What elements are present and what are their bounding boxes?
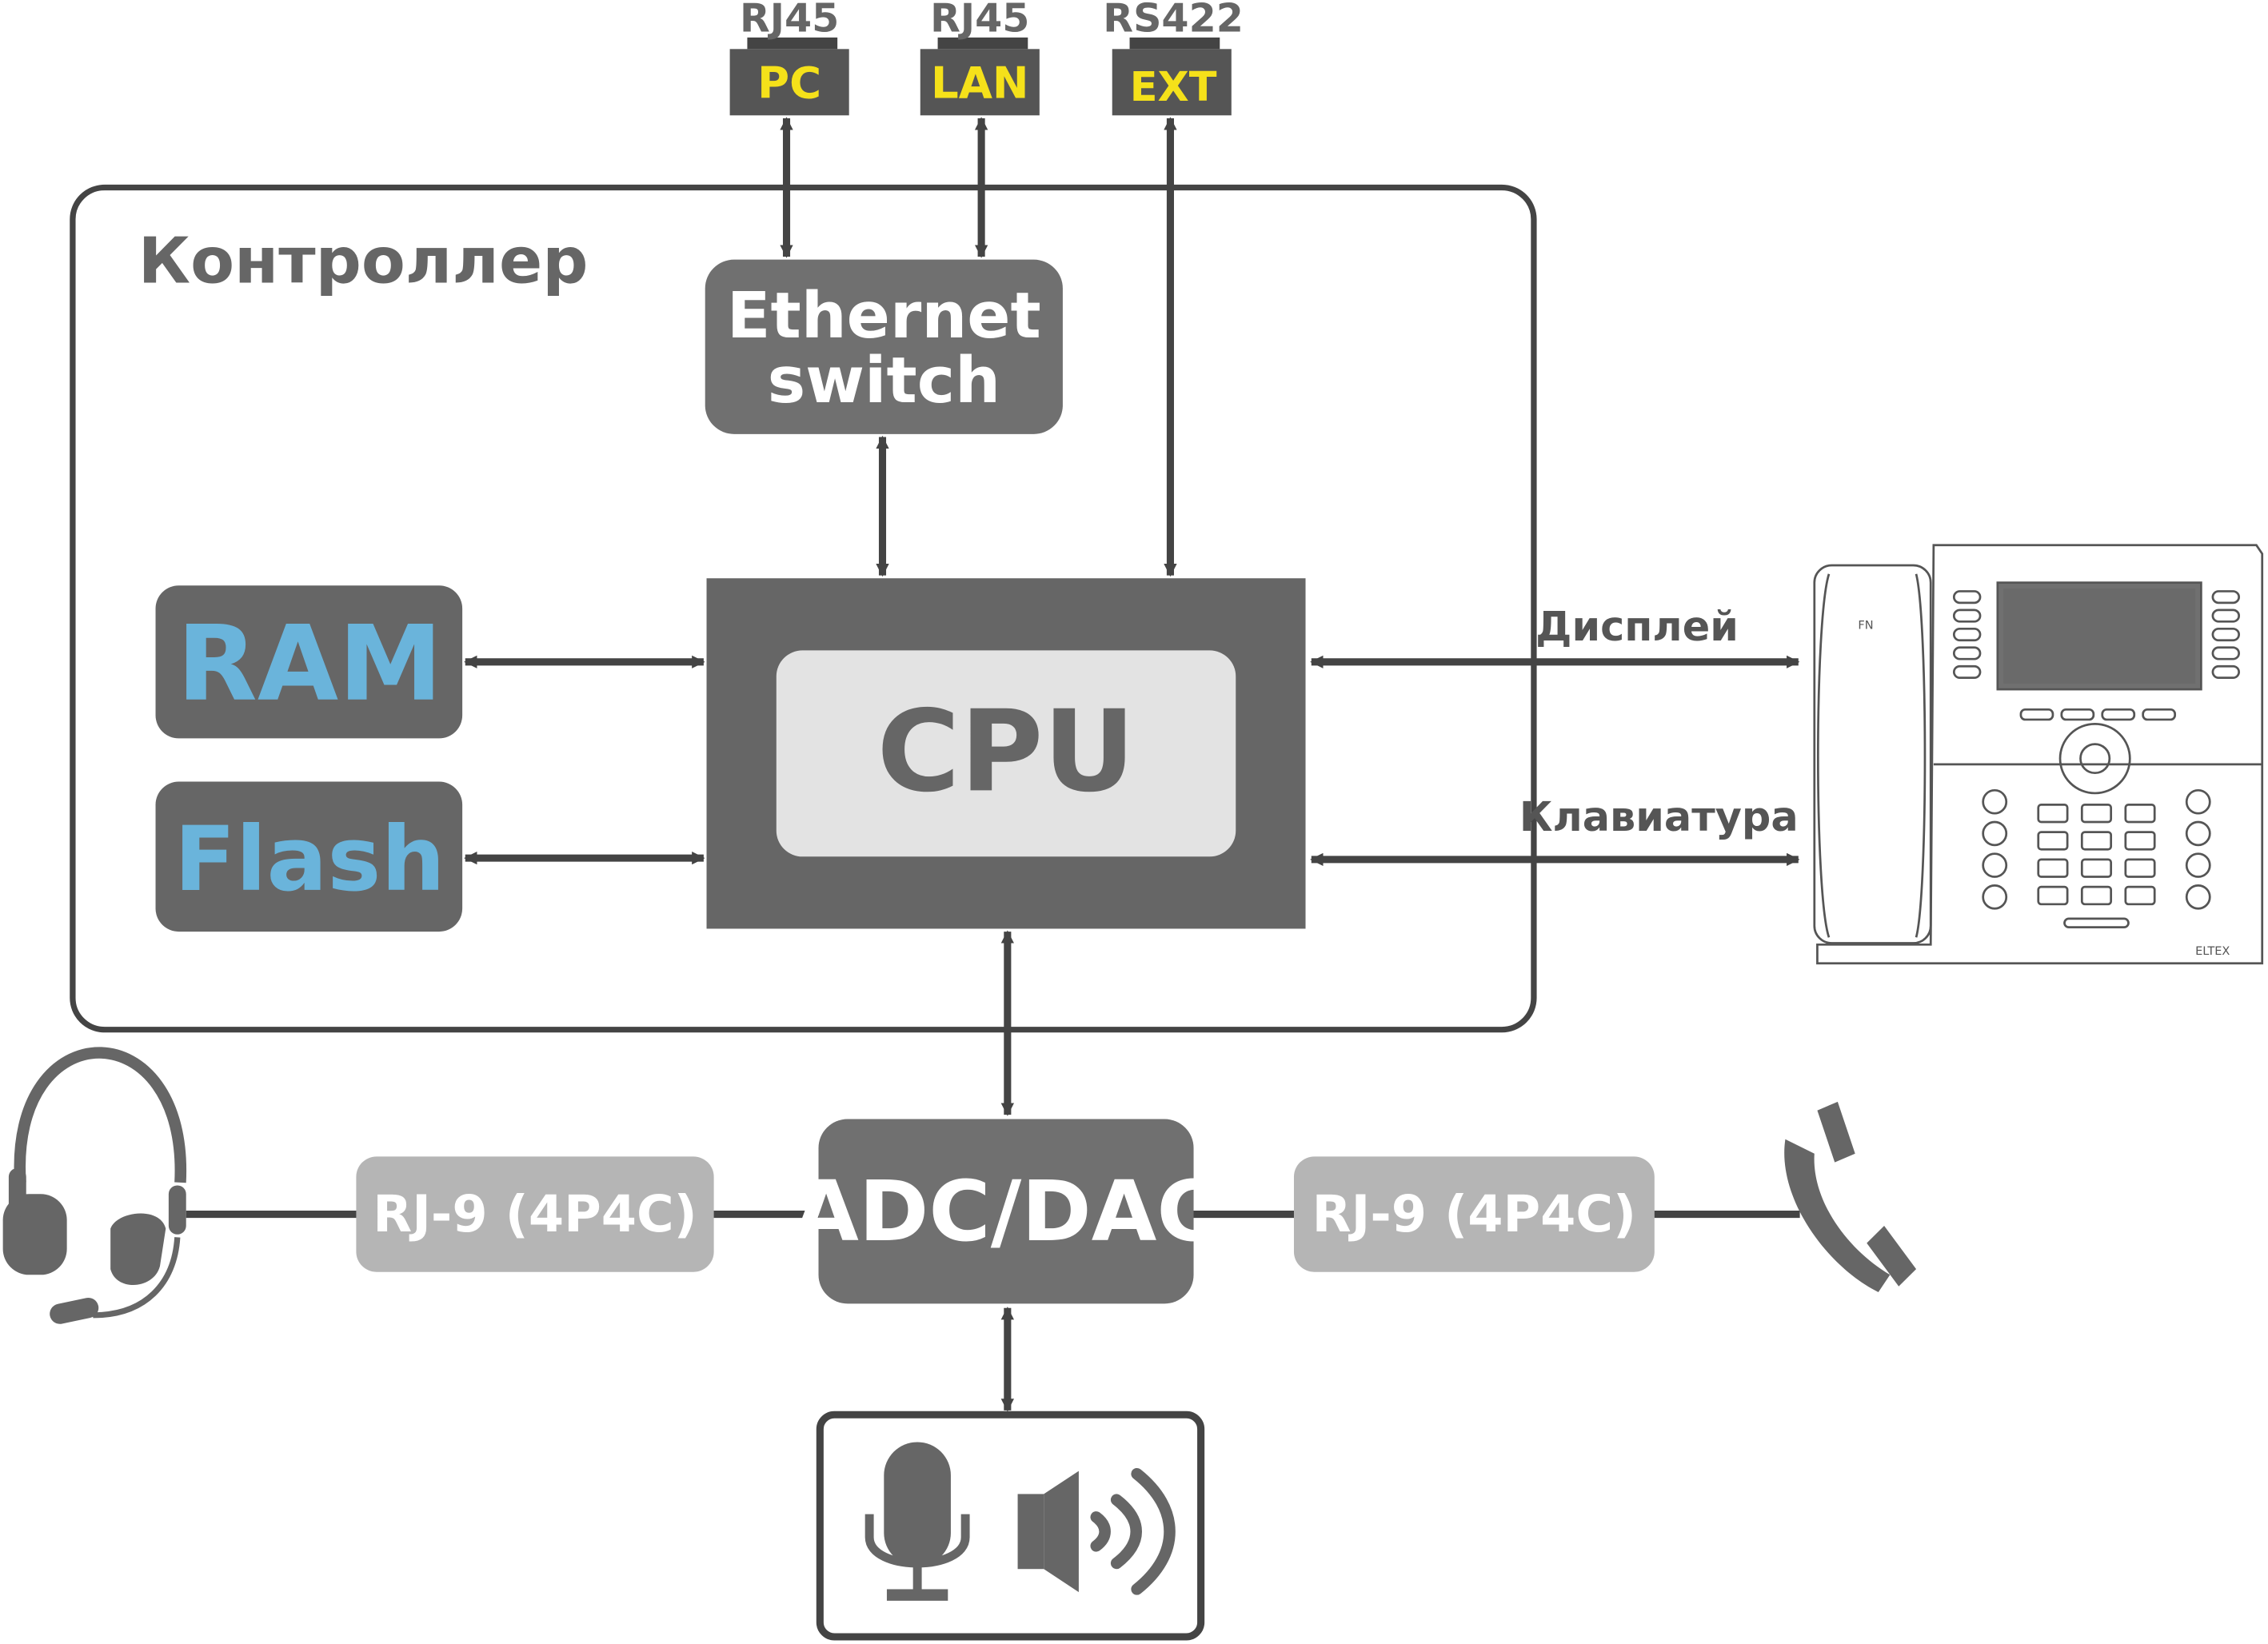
port-pc-type: RJ45 [740,0,839,42]
port-lan: RJ45 LAN [920,0,1040,116]
rj9-right-label: RJ-9 (4P4C) [1312,1184,1636,1243]
controller-frame [70,184,1537,1033]
port-ext: RS422 EXT [1103,0,1244,116]
port-lan-type: RJ45 [930,0,1029,42]
ram-block: RAM [155,585,463,739]
speaker-icon [1017,1467,1176,1595]
phone-brand-logo: FN [1858,619,1873,632]
ip-phone-icon: FN ELTEX [1813,544,2264,965]
flash-block: Flash [155,781,463,932]
rj9-left-block: RJ-9 (4P4C) [356,1156,714,1272]
rj9-right-block: RJ-9 (4P4C) [1293,1156,1655,1272]
keyboard-link-label: Клавиатура [1519,793,1799,840]
port-ext-label: EXT [1130,63,1217,110]
rj9-left-label: RJ-9 (4P4C) [373,1184,697,1243]
ethernet-switch-line2: switch [768,343,1000,417]
audio-io-box [816,1411,1205,1641]
cpu-block: CPU [706,578,1306,929]
port-pc-label: PC [757,58,821,109]
port-lan-label: LAN [931,58,1029,109]
codec-block: ADC/DAC [793,1119,1219,1304]
cpu-label: CPU [876,687,1135,817]
port-pc: RJ45 PC [729,0,849,116]
ethernet-switch-block: Ethernet switch [705,259,1063,434]
codec-label: ADC/DAC [793,1163,1218,1260]
port-ext-type: RS422 [1103,0,1244,42]
handset-icon [1784,1101,1917,1292]
ram-label: RAM [177,603,442,724]
headset-icon [2,1047,186,1324]
ethernet-switch-line1: Ethernet [727,278,1041,353]
controller-title: Контроллер [138,224,589,298]
phone-maker-logo: ELTEX [2195,945,2230,958]
display-link-label: Дисплей [1535,603,1739,650]
microphone-icon [864,1442,970,1601]
flash-label: Flash [174,808,445,911]
